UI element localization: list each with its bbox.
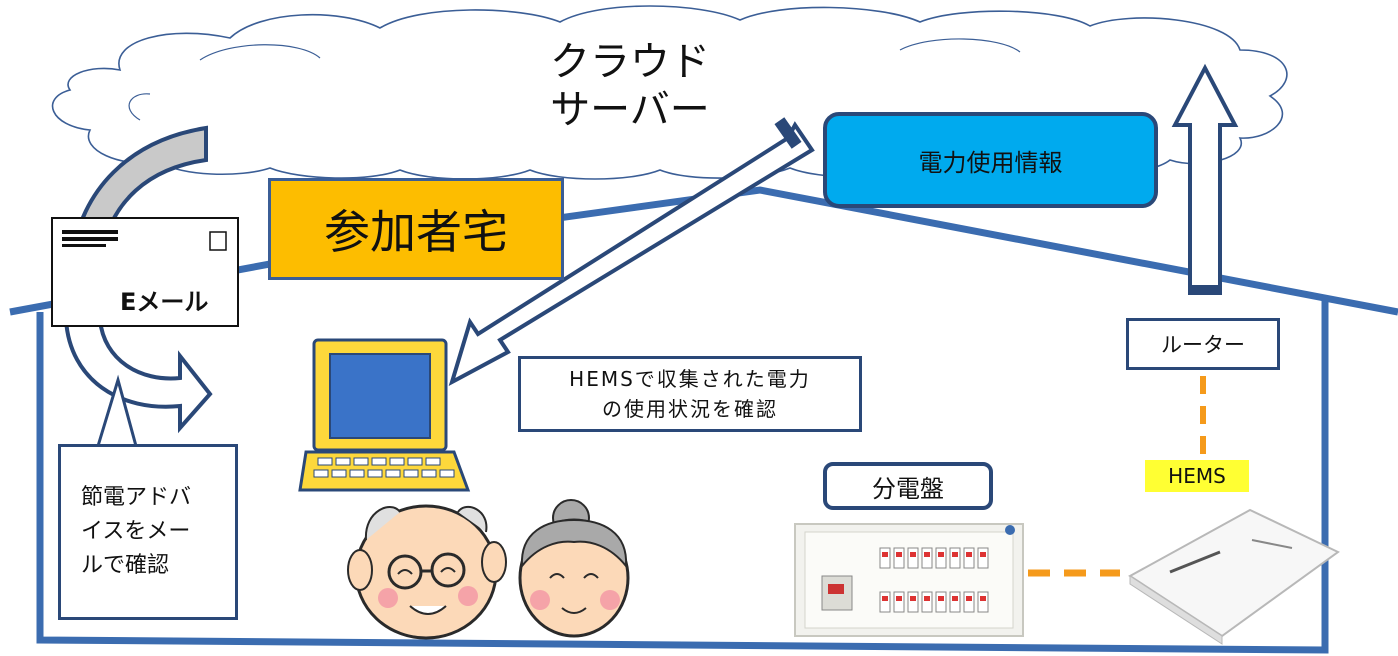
- laptop-icon: [298, 338, 471, 492]
- advice-callout: 節電アドバ イスをメー ルで確認: [58, 444, 238, 620]
- envelope-stripe: [62, 230, 118, 234]
- pc-callout-line-2: の使用状況を確認: [602, 397, 778, 421]
- download-arrow-tip: [774, 117, 802, 149]
- email-arrow-white: [63, 318, 213, 434]
- hems-label: HEMS: [1145, 460, 1249, 492]
- advice-line-2: イスをメー: [81, 519, 191, 544]
- cloud-shape-inner: [128, 38, 1021, 121]
- upload-arrow-base: [1188, 285, 1222, 295]
- distribution-panel-label: 分電盤: [823, 462, 993, 510]
- envelope-stamp: [209, 231, 227, 251]
- email-envelope: [51, 217, 239, 327]
- envelope-stripe: [62, 237, 118, 241]
- hems-device-image: [1128, 508, 1340, 645]
- download-arrow: [448, 121, 815, 387]
- advice-line-3: ルで確認: [81, 553, 170, 578]
- upload-arrow: [1171, 63, 1239, 294]
- cloud-line-2: サーバー: [550, 87, 710, 133]
- cloud-line-1: クラウド: [550, 39, 710, 85]
- house-walls: [36, 300, 1329, 654]
- cloud-server-label: クラウド サーバー: [520, 38, 740, 134]
- envelope-stripe: [62, 244, 106, 247]
- distribution-panel-image: [794, 523, 1024, 637]
- power-usage-info-label: 電力使用情報: [823, 112, 1158, 208]
- elderly-woman-icon: [518, 499, 630, 638]
- email-label: Eメール: [120, 288, 209, 316]
- router-label: ルーター: [1126, 318, 1280, 370]
- participant-home-label: 参加者宅: [268, 178, 564, 280]
- advice-line-1: 節電アドバ: [81, 485, 192, 510]
- elderly-man-icon: [347, 504, 507, 640]
- pc-callout-line-1: HEMSで収集された電力: [569, 367, 811, 391]
- pc-callout: HEMSで収集された電力 の使用状況を確認: [518, 356, 862, 432]
